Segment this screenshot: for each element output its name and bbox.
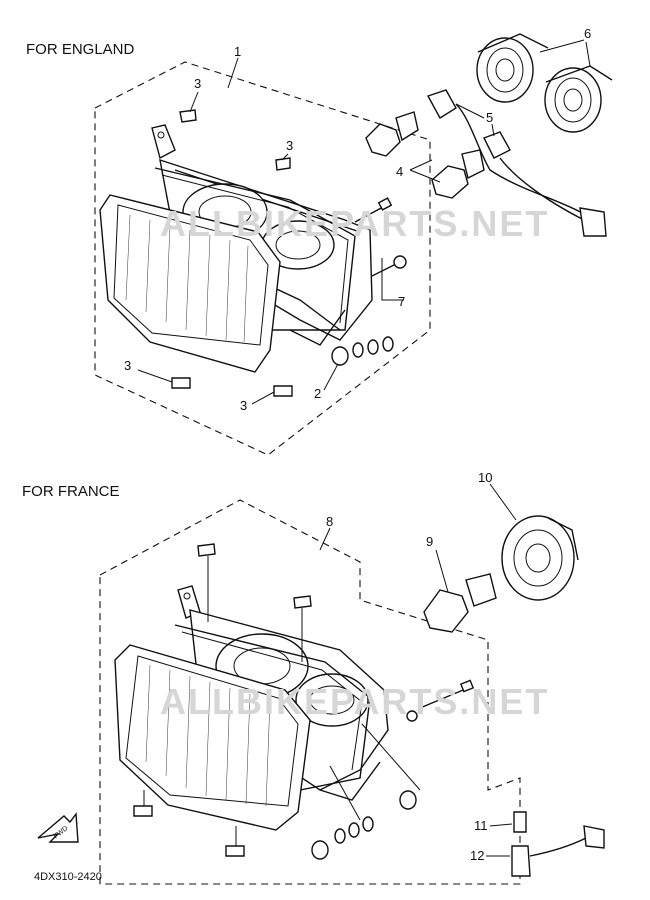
headlight-bulbs-england: [365, 111, 485, 199]
callout-3-a: 3: [194, 76, 201, 91]
callout-3-b: 3: [286, 138, 293, 153]
leader-8: [319, 527, 331, 551]
callout-3-c: 3: [124, 358, 131, 373]
bulb-covers-england: [476, 33, 613, 133]
leader-5: [455, 103, 485, 119]
callout-2: 2: [314, 386, 321, 401]
leader-10: [489, 483, 517, 521]
leader-6: [539, 39, 585, 53]
callout-7: 7: [398, 294, 405, 309]
leader-1: [227, 57, 239, 89]
watermark-top: ALLBIKEPARTS.NET: [160, 203, 549, 244]
bulb-sockets-england: [426, 89, 607, 237]
leader-3-b: [281, 153, 289, 161]
front-direction-arrow: FWD: [37, 812, 79, 843]
clip-parts-france: [133, 543, 312, 857]
callout-10: 10: [478, 470, 492, 485]
mounting-hardware-france: [311, 679, 475, 860]
leader-2: [323, 363, 339, 391]
leader-4: [409, 159, 433, 171]
leader-3-d: [251, 391, 275, 405]
leader-3-a: [189, 91, 199, 113]
mounting-hardware-england: [331, 197, 407, 366]
assembly-boundary-france: [99, 499, 521, 885]
section-title-england: FOR ENGLAND: [26, 41, 135, 58]
section-title-france: FOR FRANCE: [22, 483, 120, 500]
headlight-assembly-france: [114, 585, 389, 831]
assembly-boundary-england: [94, 61, 431, 456]
leader-3-c: [137, 369, 173, 383]
headlight-bulb-france: [423, 573, 497, 633]
callout-6: 6: [584, 26, 591, 41]
leader-9: [435, 549, 449, 593]
callout-4: 4: [396, 164, 403, 179]
watermark-bottom: ALLBIKEPARTS.NET: [160, 681, 549, 722]
callout-1: 1: [234, 44, 241, 59]
position-lamp-parts: [511, 811, 605, 877]
callout-3-d: 3: [240, 398, 247, 413]
callout-12: 12: [470, 848, 484, 863]
callout-9: 9: [426, 534, 433, 549]
bulb-cover-france: [501, 515, 579, 601]
callout-11: 11: [474, 818, 488, 833]
clip-parts-england: [171, 109, 293, 397]
diagram-code: 4DX310-2420: [34, 871, 102, 883]
headlight-assembly-england: [99, 124, 373, 373]
leader-7: [381, 258, 404, 301]
leader-11: [489, 823, 513, 827]
callout-5: 5: [486, 110, 493, 125]
callout-8: 8: [326, 514, 333, 529]
